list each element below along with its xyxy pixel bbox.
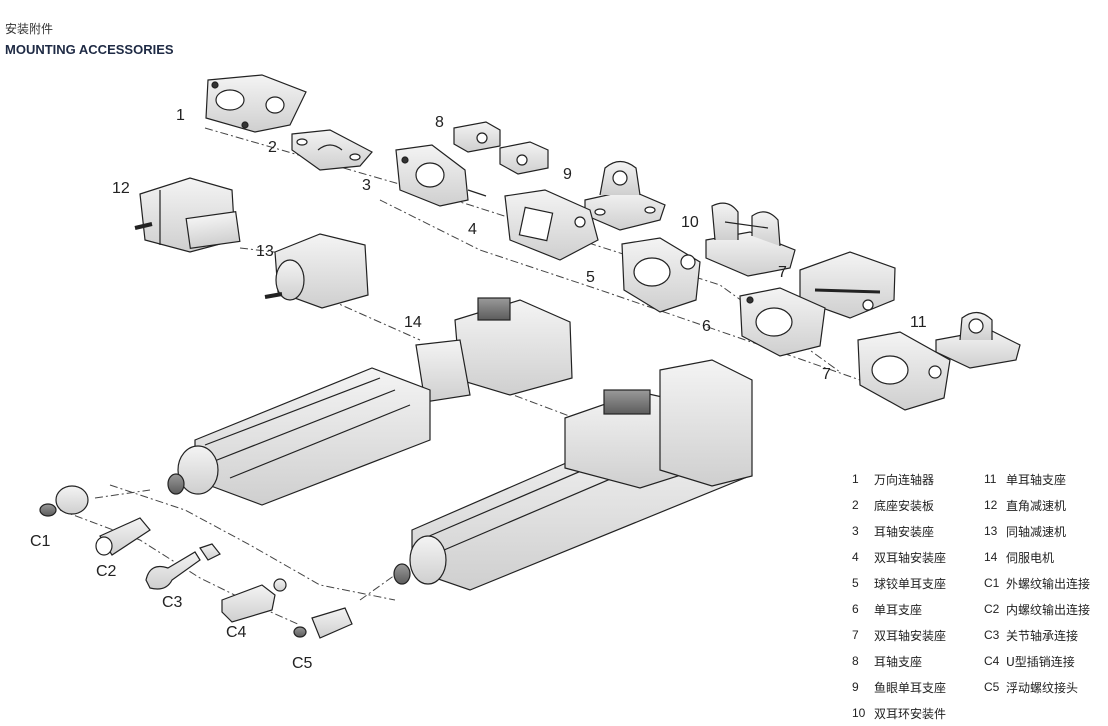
part-8-trunnion-support <box>453 121 549 175</box>
callout-c1: C1 <box>30 533 51 550</box>
callout-9: 9 <box>563 166 572 183</box>
page-title-cn: 安装附件 <box>5 22 54 36</box>
callout-5: 5 <box>586 269 595 286</box>
part-c2-internal-thread <box>95 517 151 556</box>
part-3-trunnion-mount <box>395 144 487 207</box>
part-14-servo-motor <box>415 297 573 403</box>
part-11-single-ear-axle-support <box>935 311 1021 369</box>
part-13-coaxial-gearbox <box>264 233 369 309</box>
page-title-en: MOUNTING ACCESSORIES <box>5 42 174 57</box>
callout-10: 10 <box>681 214 699 231</box>
callout-11: 11 <box>910 314 927 331</box>
callout-1: 1 <box>176 107 185 124</box>
part-7-double-ear-trunnion-upper <box>799 251 896 319</box>
callout-c2: C2 <box>96 563 117 580</box>
callout-3: 3 <box>362 177 371 194</box>
part-4-double-ear-mount <box>504 189 599 261</box>
part-c3-rod-end-bearing <box>145 543 221 590</box>
part-7-double-ear-trunnion-lower <box>857 331 951 411</box>
callout-12: 12 <box>112 180 130 197</box>
callout-c3: C3 <box>162 594 183 611</box>
callout-c4: C4 <box>226 624 247 641</box>
callout-13: 13 <box>256 243 274 260</box>
callout-c5: C5 <box>292 655 313 672</box>
part-10-double-ear-ring <box>705 202 796 277</box>
callout-6: 6 <box>702 318 711 335</box>
part-6-single-ear-support <box>739 287 826 357</box>
callout-7-upper: 7 <box>778 264 787 281</box>
part-12-right-angle-gearbox <box>134 177 241 253</box>
callout-8: 8 <box>435 114 444 131</box>
part-1-universal-coupling <box>205 74 307 133</box>
part-9-fisheye-single-ear <box>584 160 666 231</box>
part-c4-clevis-connection <box>221 578 287 623</box>
legend-item <box>984 700 1108 726</box>
part-5-ball-joint-ear <box>621 237 701 313</box>
callout-14: 14 <box>404 314 422 331</box>
actuator-upper <box>167 367 431 506</box>
callout-7-lower: 7 <box>822 366 831 383</box>
callout-4: 4 <box>468 221 477 238</box>
actuator-lower <box>393 359 753 591</box>
callout-2: 2 <box>268 139 277 156</box>
part-c5-floating-joint <box>293 607 353 639</box>
part-c1-external-thread <box>39 485 89 517</box>
part-2-base-plate <box>291 129 373 171</box>
